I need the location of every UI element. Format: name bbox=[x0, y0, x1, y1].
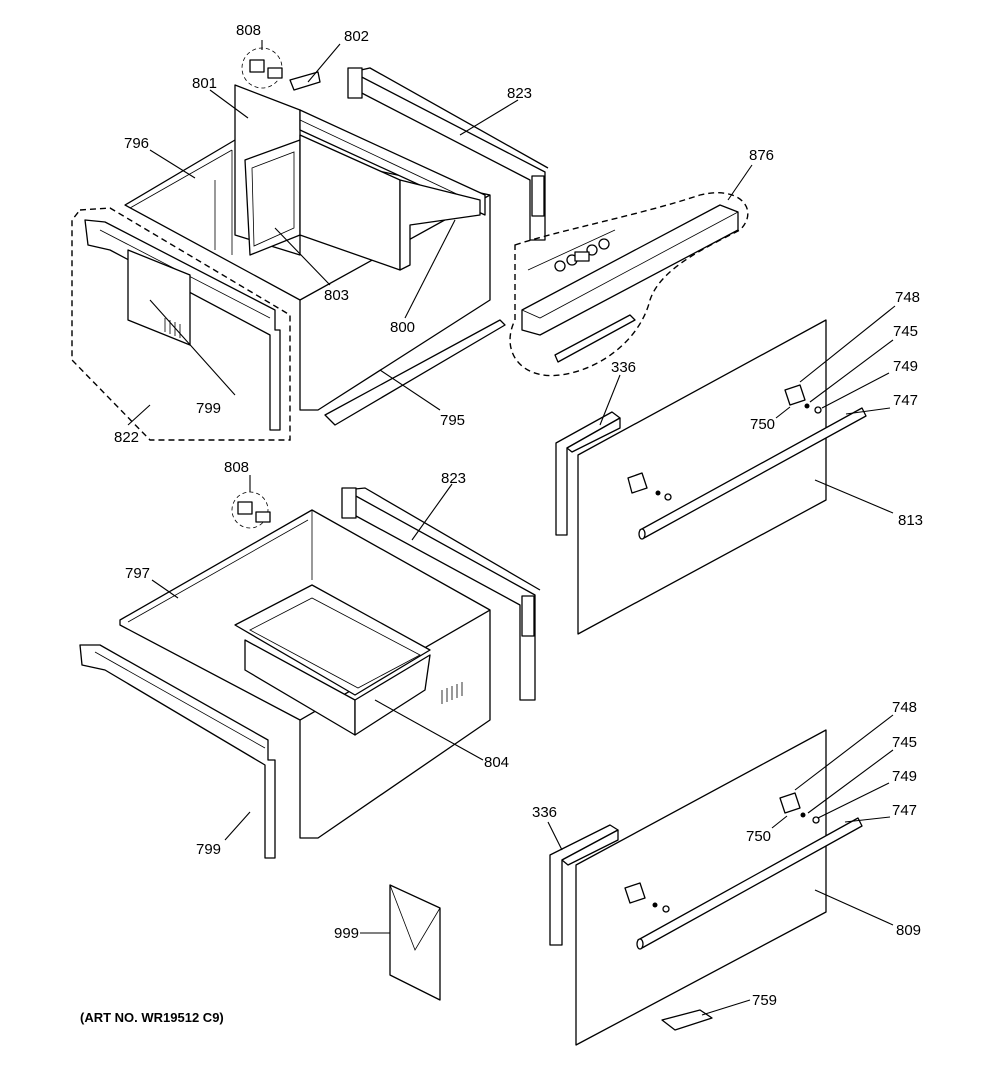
lower-door bbox=[549, 729, 863, 1046]
upper-clip-808 bbox=[241, 47, 283, 89]
label-808-lower: 808 bbox=[224, 459, 249, 476]
control-outline bbox=[509, 192, 749, 377]
label-797: 797 bbox=[125, 565, 150, 582]
upper-slide bbox=[324, 319, 506, 426]
label-876: 876 bbox=[749, 147, 774, 164]
upper-bracket-802 bbox=[289, 71, 321, 91]
leader-lines bbox=[127, 40, 896, 1016]
lower-door-panel bbox=[575, 729, 827, 1046]
label-745-upper: 745 bbox=[893, 323, 918, 340]
label-795: 795 bbox=[440, 412, 465, 429]
label-336-upper: 336 bbox=[611, 359, 636, 376]
label-809: 809 bbox=[896, 922, 921, 939]
label-748-lower: 748 bbox=[892, 699, 917, 716]
label-747-upper: 747 bbox=[893, 392, 918, 409]
label-748-upper: 748 bbox=[895, 289, 920, 306]
label-749-upper: 749 bbox=[893, 358, 918, 375]
label-808-upper: 808 bbox=[236, 22, 261, 39]
label-822: 822 bbox=[114, 429, 139, 446]
label-799-lower: 799 bbox=[196, 841, 221, 858]
label-749-lower: 749 bbox=[892, 768, 917, 785]
label-802: 802 bbox=[344, 28, 369, 45]
label-803: 803 bbox=[324, 287, 349, 304]
lower-clip-808 bbox=[231, 491, 271, 529]
label-745-lower: 745 bbox=[892, 734, 917, 751]
label-747-lower: 747 bbox=[892, 802, 917, 819]
lower-door-badge bbox=[661, 1009, 713, 1031]
label-823-lower: 823 bbox=[441, 470, 466, 487]
part-labels: 808 802 801 823 796 876 803 800 799 822 … bbox=[80, 22, 923, 1025]
label-750-upper: 750 bbox=[750, 416, 775, 433]
upper-front-panel bbox=[84, 219, 281, 431]
label-999: 999 bbox=[334, 925, 359, 942]
lower-drawer-assembly bbox=[79, 487, 541, 859]
upper-drawer-assembly bbox=[71, 47, 549, 441]
art-number: (ART NO. WR19512 C9) bbox=[80, 1010, 224, 1025]
label-813: 813 bbox=[898, 512, 923, 529]
label-750-lower: 750 bbox=[746, 828, 771, 845]
label-823-upper: 823 bbox=[507, 85, 532, 102]
control-knobs bbox=[527, 229, 616, 272]
control-board bbox=[554, 314, 636, 363]
label-796: 796 bbox=[124, 135, 149, 152]
label-336-lower: 336 bbox=[532, 804, 557, 821]
label-800: 800 bbox=[390, 319, 415, 336]
upper-door-panel bbox=[577, 319, 827, 635]
upper-door bbox=[555, 319, 867, 635]
label-759: 759 bbox=[752, 992, 777, 1009]
label-799-upper: 799 bbox=[196, 400, 221, 417]
label-804: 804 bbox=[484, 754, 509, 771]
lower-front-panel bbox=[79, 644, 276, 859]
control-panel-assembly bbox=[509, 192, 749, 377]
literature-envelope bbox=[389, 884, 441, 1001]
label-801: 801 bbox=[192, 75, 217, 92]
